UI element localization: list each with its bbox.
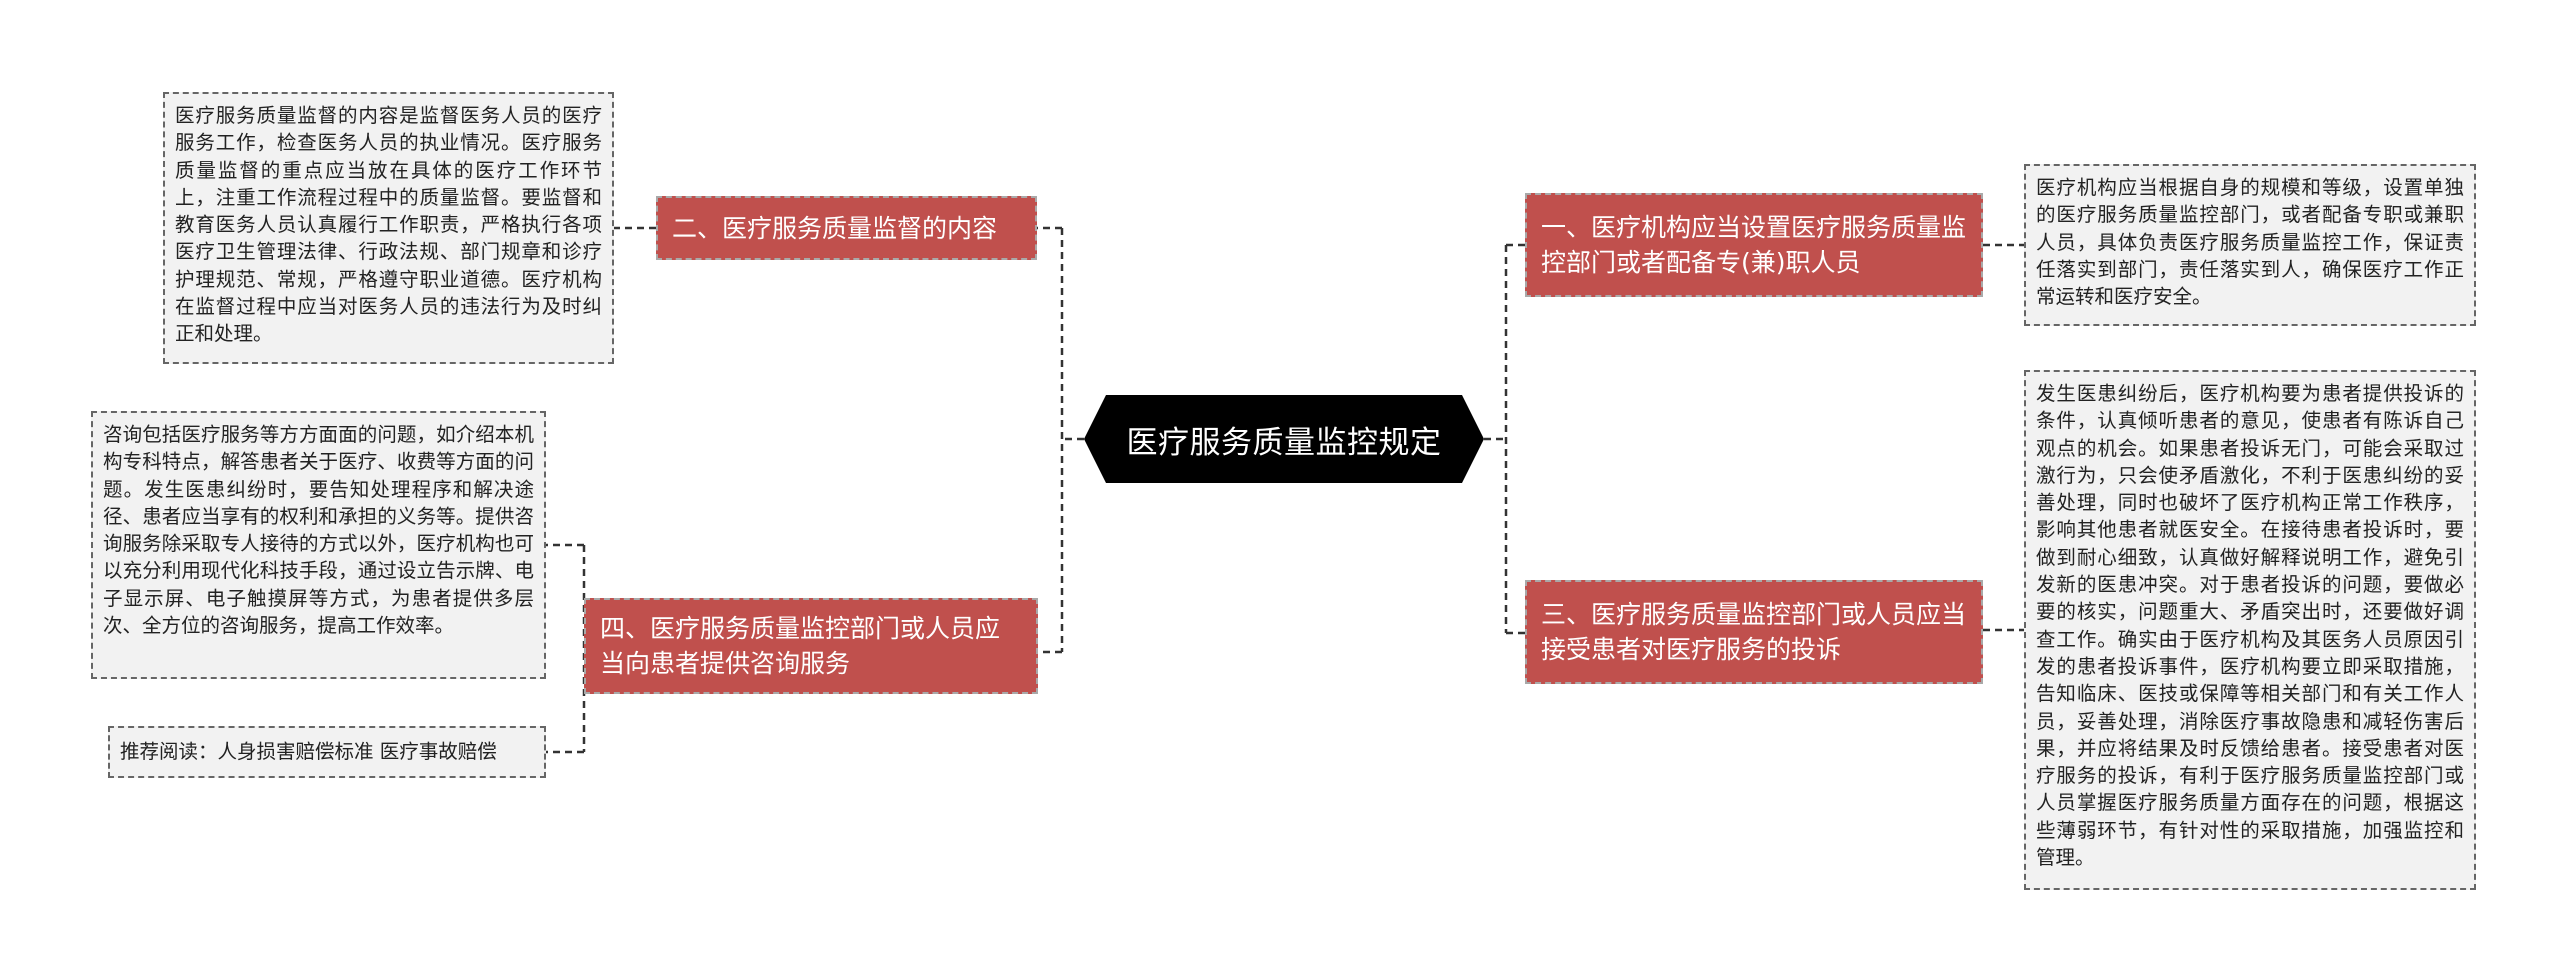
- root-topic[interactable]: 医疗服务质量监控规定: [1084, 395, 1484, 483]
- branch-2-detail-text: 医疗服务质量监督的内容是监督医务人员的医疗服务工作，检查医务人员的执业情况。医疗…: [175, 104, 602, 346]
- branch-3-label: 三、医疗服务质量监控部门或人员应当接受患者对医疗服务的投诉: [1541, 600, 1967, 664]
- branch-1-label: 一、医疗机构应当设置医疗服务质量监控部门或者配备专(兼)职人员: [1541, 213, 1967, 277]
- branch-3-topic[interactable]: 三、医疗服务质量监控部门或人员应当接受患者对医疗服务的投诉: [1525, 580, 1983, 684]
- branch-2-detail[interactable]: 医疗服务质量监督的内容是监督医务人员的医疗服务工作，检查医务人员的执业情况。医疗…: [163, 92, 614, 364]
- root-topic-label: 医疗服务质量监控规定: [1126, 424, 1442, 461]
- branch-4-detail-text: 咨询包括医疗服务等方方面面的问题，如介绍本机构专科特点，解答患者关于医疗、收费等…: [103, 423, 534, 638]
- recommend-text: 推荐阅读：人身损害赔偿标准 医疗事故赔偿: [120, 740, 497, 764]
- branch-2-label: 二、医疗服务质量监督的内容: [672, 213, 998, 243]
- branch-4-recommend[interactable]: 推荐阅读：人身损害赔偿标准 医疗事故赔偿: [108, 726, 546, 778]
- branch-1-detail[interactable]: 医疗机构应当根据自身的规模和等级，设置单独的医疗服务质量监控部门，或者配备专职或…: [2024, 164, 2476, 326]
- branch-4-detail[interactable]: 咨询包括医疗服务等方方面面的问题，如介绍本机构专科特点，解答患者关于医疗、收费等…: [91, 411, 546, 679]
- branch-4-label: 四、医疗服务质量监控部门或人员应当向患者提供咨询服务: [600, 614, 1001, 678]
- branch-3-detail[interactable]: 发生医患纠纷后，医疗机构要为患者提供投诉的条件，认真倾听患者的意见，使患者有陈诉…: [2024, 370, 2476, 890]
- branch-2-topic[interactable]: 二、医疗服务质量监督的内容: [656, 196, 1037, 260]
- branch-1-detail-text: 医疗机构应当根据自身的规模和等级，设置单独的医疗服务质量监控部门，或者配备专职或…: [2036, 176, 2464, 309]
- branch-1-topic[interactable]: 一、医疗机构应当设置医疗服务质量监控部门或者配备专(兼)职人员: [1525, 193, 1983, 297]
- branch-4-topic[interactable]: 四、医疗服务质量监控部门或人员应当向患者提供咨询服务: [584, 598, 1038, 694]
- branch-3-detail-text: 发生医患纠纷后，医疗机构要为患者提供投诉的条件，认真倾听患者的意见，使患者有陈诉…: [2036, 382, 2464, 870]
